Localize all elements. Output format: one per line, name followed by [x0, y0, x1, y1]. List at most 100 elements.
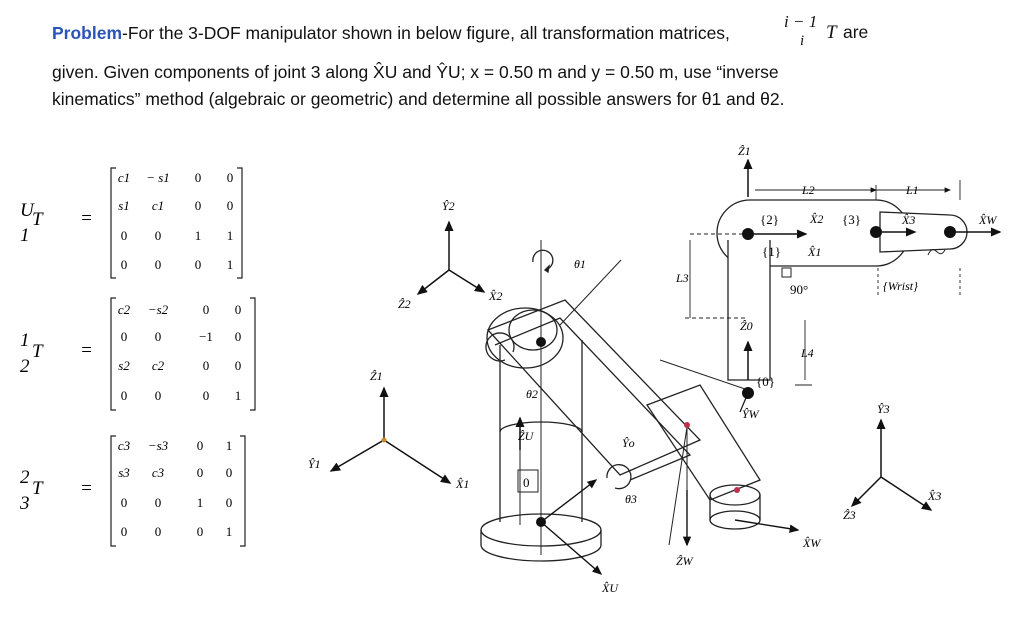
matrix-2-cell: 0 — [121, 329, 128, 344]
matrix-1-cell: 0 — [195, 170, 202, 185]
matrix-1-sup: U — [20, 200, 35, 221]
label-L3: L3 — [675, 271, 689, 285]
matrix-1-cell: 1 — [227, 257, 234, 272]
matrix-2-sup: 1 — [20, 330, 30, 351]
label-x3: X̂3 — [927, 489, 941, 503]
matrix-1-cell: 0 — [155, 257, 162, 272]
matrix-3-sub: 3 — [19, 493, 30, 514]
matrix-3-cell: 0 — [197, 524, 204, 539]
label-xw2: X̂W — [802, 536, 821, 550]
label-frame2: {2} — [760, 212, 779, 227]
frame-3-axes: Ŷ3 X̂3 Ẑ3 — [843, 402, 941, 522]
label-theta3: θ3 — [625, 492, 637, 506]
label-x1: X̂1 — [455, 477, 469, 491]
problem-keyword: Problem — [52, 23, 123, 43]
problem-line-3: kinematics” method (algebraic or geometr… — [52, 89, 785, 109]
matrix-3-cell: s3 — [118, 465, 130, 480]
matrix-1-eq: = — [80, 208, 93, 229]
matrix-3-cell: 1 — [226, 438, 233, 453]
matrix-2-cell: c2 — [152, 358, 165, 373]
matrix-2-T: T — [32, 341, 44, 362]
frame-2-axes: Ŷ2 X̂2 Ẑ2 — [398, 199, 502, 311]
matrix-1-T: T — [32, 209, 44, 230]
label-xu: X̂U — [601, 581, 619, 595]
label-x1b: X̂1 — [807, 245, 821, 259]
label-L1: L1 — [905, 183, 919, 197]
matrix-3-cell: 0 — [155, 524, 162, 539]
matrix-1-bracket-right — [237, 167, 243, 279]
matrix-3-cell: 1 — [226, 524, 233, 539]
label-y2: Ŷ2 — [442, 199, 455, 213]
matrix-2-bracket-left — [110, 297, 116, 411]
matrix-1-cell: 0 — [195, 257, 202, 272]
label-L4: L4 — [800, 346, 814, 360]
matrix-1-bracket-left — [110, 167, 116, 279]
matrix-2-cell: −s2 — [148, 302, 169, 317]
label-zw: ẐW — [676, 554, 694, 568]
label-deg90: 90° — [790, 282, 808, 297]
matrix-1-cell: c1 — [118, 170, 130, 185]
transform-T: T — [826, 22, 837, 43]
frame-1-axes: Ẑ1 Ŷ1 X̂1 — [308, 369, 469, 491]
matrix-2-cell: 0 — [203, 302, 210, 317]
matrix-1-cell: 0 — [121, 257, 128, 272]
problem-line-2: given. Given components of joint 3 along… — [52, 62, 779, 82]
matrix-3-cell: 0 — [121, 495, 128, 510]
matrix-1-cell: 0 — [227, 170, 234, 185]
label-z1: Ẑ1 — [370, 369, 383, 383]
label-frame3: {3} — [842, 212, 861, 227]
label-x2: X̂2 — [488, 289, 502, 303]
matrix-2-cell: −1 — [199, 329, 213, 344]
matrix-2-cell: 0 — [155, 388, 162, 403]
matrix-2-eq: = — [80, 340, 93, 361]
matrix-3-bracket-right — [240, 435, 246, 547]
label-y1: Ŷ1 — [308, 457, 321, 471]
label-x2b: X̂2 — [809, 212, 823, 226]
matrix-3-bracket-left — [110, 435, 116, 547]
label-zero: 0 — [523, 475, 530, 490]
matrix-1-cell: 0 — [195, 198, 202, 213]
matrix-3-cell: 0 — [155, 495, 162, 510]
matrix-1-cell: 0 — [227, 198, 234, 213]
transform-superscript: i − 1 — [784, 12, 818, 31]
matrix-1-cell: 0 — [155, 228, 162, 243]
matrix-2-cell: 0 — [235, 302, 242, 317]
matrix-3-T: T — [32, 478, 44, 499]
label-frame1: {1} — [762, 244, 781, 259]
matrix-2-cell: 0 — [203, 388, 210, 403]
matrix-2-sub: 2 — [20, 356, 30, 377]
problem-line-1: Problem-For the 3-DOF manipulator shown … — [52, 20, 730, 47]
matrix-3-cell: c3 — [118, 438, 131, 453]
matrix-3-cell: c3 — [152, 465, 165, 480]
label-yw: ŶW — [742, 407, 760, 421]
transform-subscript: i — [800, 33, 805, 49]
matrix-2-cell: 0 — [235, 358, 242, 373]
matrix-2-cell: 1 — [235, 388, 242, 403]
label-L2: L2 — [801, 183, 815, 197]
label-y3: Ŷ3 — [877, 402, 890, 416]
matrix-2-cell: 0 — [155, 329, 162, 344]
matrix-3-cell: −s3 — [148, 438, 169, 453]
label-zu: ẐU — [518, 429, 535, 443]
matrix-3-cell: 0 — [197, 438, 204, 453]
matrix-3-cell: 0 — [226, 495, 233, 510]
matrix-1-sub: 1 — [20, 225, 30, 246]
manipulator-drawing — [480, 240, 800, 575]
matrix-1-cell: 1 — [227, 228, 234, 243]
matrix-3-cell: 0 — [121, 524, 128, 539]
matrix-1-cell: 0 — [121, 228, 128, 243]
matrix-1-cell: s1 — [118, 198, 130, 213]
matrix-1-cell: c1 — [152, 198, 164, 213]
matrix-1-cell: − s1 — [146, 170, 170, 185]
label-z0: Ẑ0 — [740, 319, 753, 333]
label-theta1: θ1 — [574, 257, 586, 271]
matrix-3-cell: 0 — [197, 465, 204, 480]
label-z3: Ẑ3 — [843, 508, 856, 522]
label-wrist: {Wrist} — [883, 279, 918, 293]
matrix-2-cell: 0 — [203, 358, 210, 373]
problem-line-1-text: -For the 3-DOF manipulator shown in belo… — [122, 23, 730, 43]
